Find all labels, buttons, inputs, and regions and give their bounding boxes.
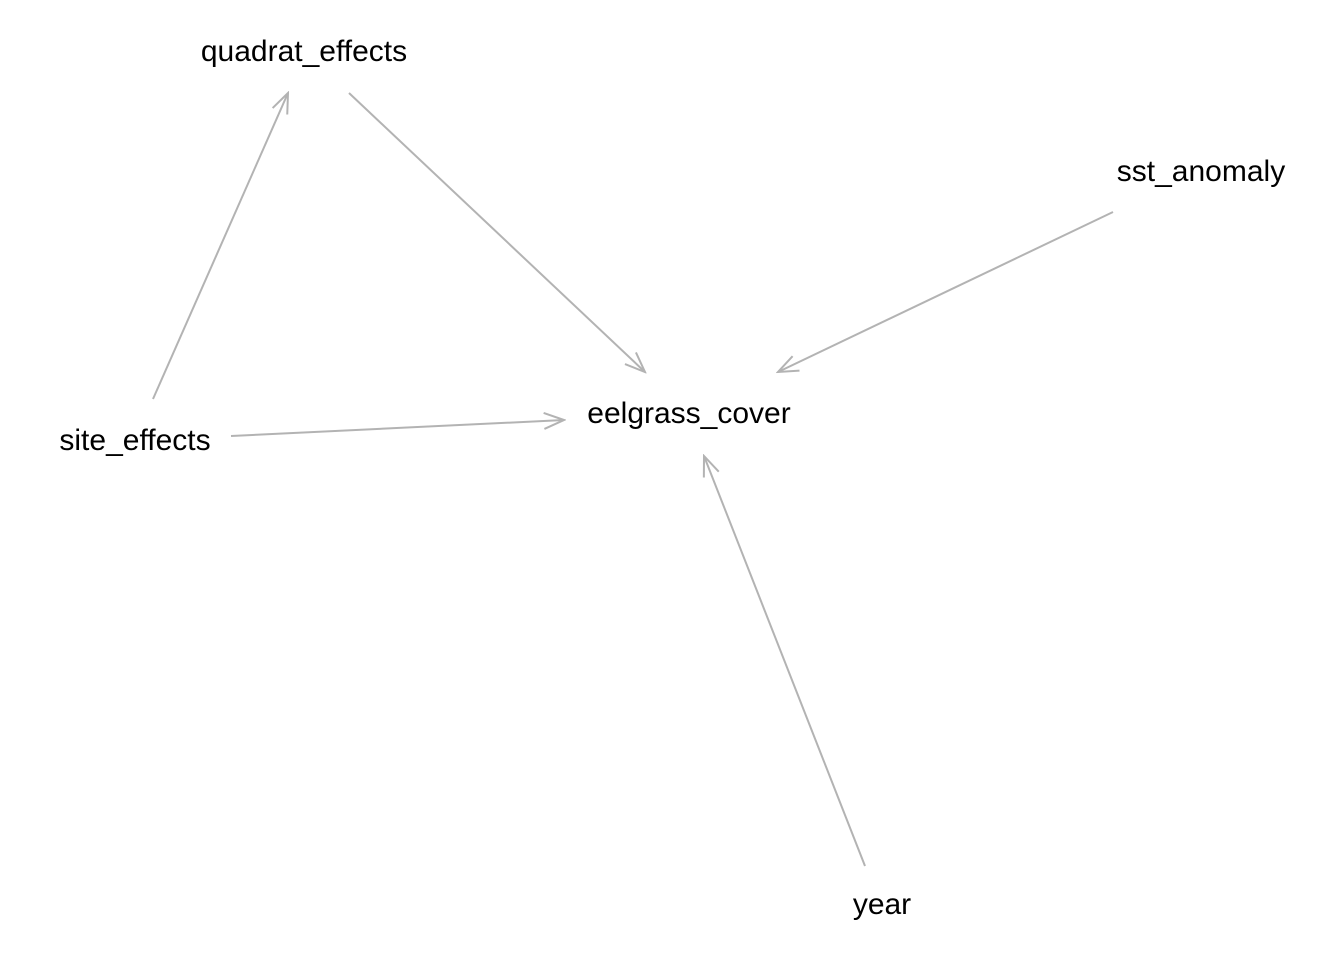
node-quadrat-effects: quadrat_effects bbox=[201, 35, 407, 68]
node-sst-anomaly: sst_anomaly bbox=[1117, 155, 1285, 188]
edge-site-effects-to-eelgrass-cover bbox=[230, 420, 564, 437]
node-year: year bbox=[853, 888, 911, 921]
nodes-layer: quadrat_effects sst_anomaly site_effects… bbox=[59, 35, 1285, 921]
edge-quadrat-effects-to-eelgrass-cover bbox=[348, 92, 645, 372]
node-eelgrass-cover: eelgrass_cover bbox=[587, 397, 790, 430]
edge-site-effects-to-quadrat-effects bbox=[152, 93, 288, 400]
edge-year-to-eelgrass-cover bbox=[704, 456, 866, 867]
edge-sst-anomaly-to-eelgrass-cover bbox=[778, 211, 1114, 372]
node-site-effects: site_effects bbox=[59, 424, 210, 457]
edges-layer bbox=[152, 92, 1114, 867]
